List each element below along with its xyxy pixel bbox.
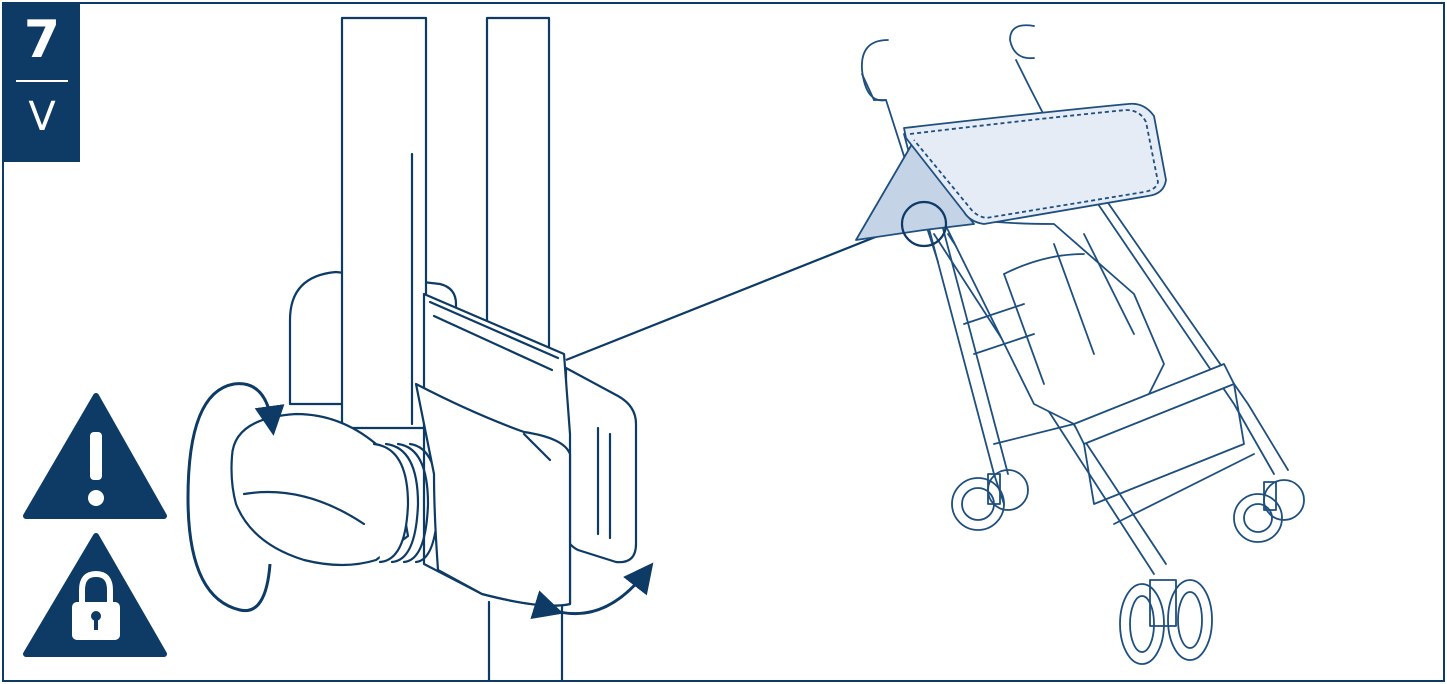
rotate-arrow-icon <box>186 382 285 613</box>
stroller-overview <box>861 24 1305 665</box>
hinge-side-plate <box>564 366 638 564</box>
detail-highlight-circle <box>900 200 948 248</box>
hinge-detail <box>230 16 638 680</box>
step-variant: V <box>28 94 56 140</box>
step-divider <box>16 80 68 82</box>
padlock-triangle-icon <box>23 533 167 657</box>
warning-triangle-icon <box>23 393 167 519</box>
step-number: 7 <box>23 10 61 70</box>
canopy-top <box>903 102 1167 225</box>
double-arrow-icon <box>530 562 654 620</box>
assembly-illustration <box>23 16 1305 680</box>
frame-tube-front <box>340 16 428 430</box>
detail-leader-line <box>565 222 909 362</box>
step-badge: 7 V <box>4 4 80 162</box>
